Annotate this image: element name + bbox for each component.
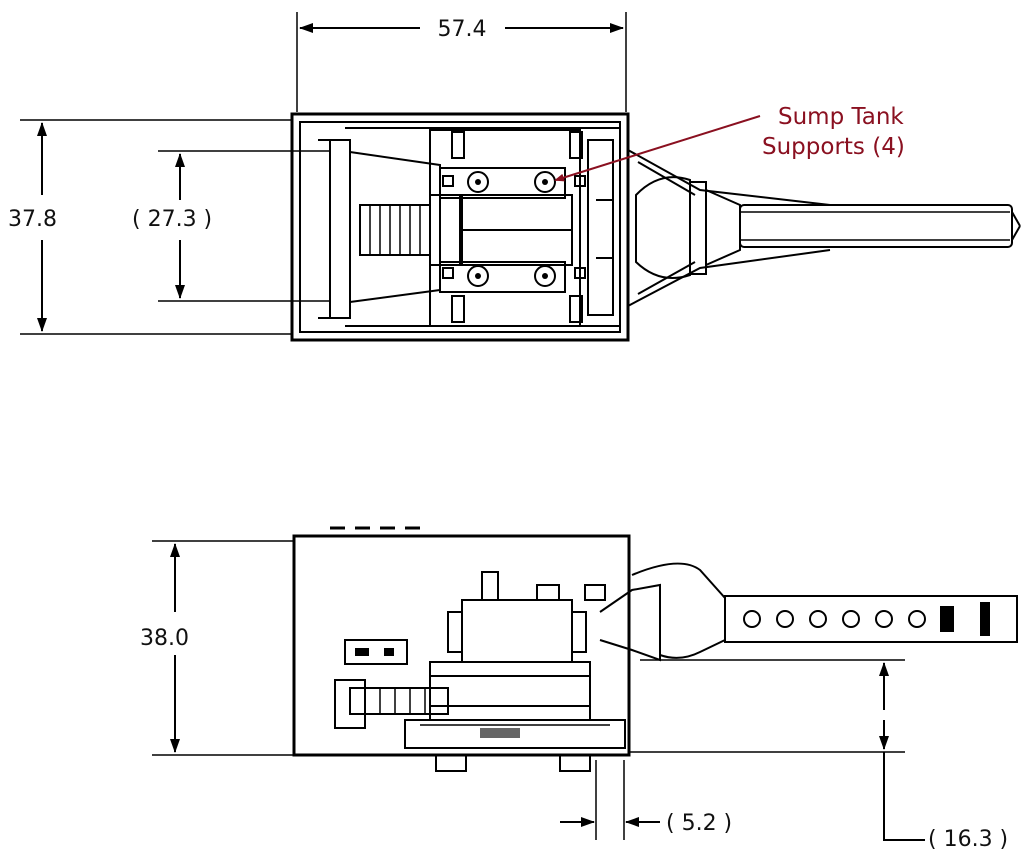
sump-tank-callout: Sump Tank Supports (4) xyxy=(554,104,905,182)
dim-drop-side: ( 16.3 ) xyxy=(628,659,1008,852)
arm-holes xyxy=(743,610,926,628)
bellows xyxy=(359,204,431,256)
height-dim-label: 37.8 xyxy=(8,207,57,232)
side-height-label: 38.0 xyxy=(140,626,189,651)
dim-height-top: 37.8 xyxy=(8,119,292,335)
side-handle xyxy=(599,562,1018,662)
top-handle xyxy=(627,149,1021,307)
dim-width-top: 57.4 xyxy=(296,12,627,112)
top-body xyxy=(290,112,630,342)
side-body xyxy=(292,526,631,772)
drop-dim-label: ( 16.3 ) xyxy=(928,827,1008,852)
callout-line-1: Sump Tank xyxy=(778,104,904,130)
offset-dim-label: ( 5.2 ) xyxy=(666,811,732,836)
side-view: 38.0 xyxy=(140,526,1018,852)
dim-inner-top: ( 27.3 ) xyxy=(132,150,330,302)
dim-offset-side: ( 5.2 ) xyxy=(560,760,732,840)
sump-tank-supports xyxy=(467,171,556,287)
dim-height-side: 38.0 xyxy=(140,540,294,756)
callout-line-2: Supports (4) xyxy=(762,134,905,160)
top-view: 57.4 37.8 ( 27.3 ) xyxy=(8,12,1021,342)
width-dim-label: 57.4 xyxy=(438,17,487,42)
inner-dim-label: ( 27.3 ) xyxy=(132,207,212,232)
